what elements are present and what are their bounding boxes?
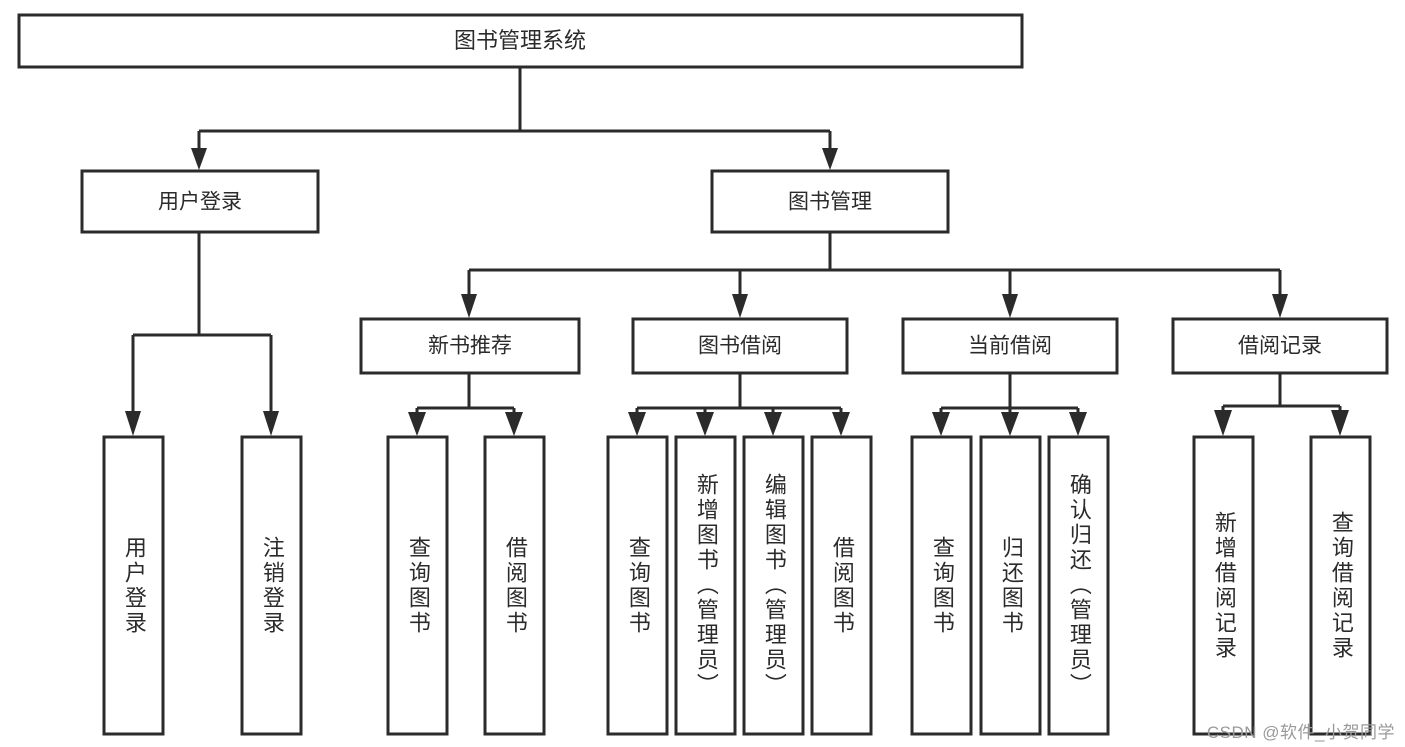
leaf-logout[interactable]: 注销登录	[240, 435, 303, 736]
arrow-leaf-bb-borrow	[832, 412, 850, 436]
leaf-newbook-borrow-book-label-wrap: 借阅图书	[502, 535, 528, 636]
arrow-leaf-cb-confirm	[1069, 412, 1087, 436]
node-root-box[interactable]	[17, 13, 1024, 69]
leaf-bb-add-book-admin[interactable]: 新增图书（管理员）	[674, 435, 737, 736]
leaf-bb-borrow-book-label-wrap: 借阅图书	[829, 535, 855, 636]
leaf-user-login[interactable]: 用户登录	[102, 435, 165, 736]
leaf-newbook-borrow-book-box[interactable]	[483, 435, 546, 736]
node-new-book-recommend-label: 新书推荐	[428, 335, 512, 358]
leaf-br-add-record[interactable]: 新增借阅记录	[1192, 435, 1255, 736]
leaf-newbook-query-book-label-wrap: 查询图书	[405, 535, 431, 636]
leaf-bb-borrow-book-label: 借阅图书	[829, 535, 855, 636]
leaf-logout-box[interactable]	[240, 435, 303, 736]
leaf-bb-edit-book-admin-label: 编辑图书（管理员）	[761, 473, 787, 698]
leaf-cb-query-book[interactable]: 查询图书	[910, 435, 973, 736]
leaf-newbook-borrow-book-label: 借阅图书	[502, 535, 528, 636]
leaf-cb-confirm-return-admin[interactable]: 确认归还（管理员）	[1047, 435, 1110, 736]
leaf-cb-confirm-return-admin-label: 确认归还（管理员）	[1066, 473, 1092, 698]
leaf-br-query-record-label: 查询借阅记录	[1328, 510, 1354, 661]
arrow-to-current-borrow	[1002, 294, 1018, 318]
node-borrow-record[interactable]: 借阅记录	[1171, 317, 1389, 375]
node-root-book-management-system[interactable]: 图书管理系统	[17, 13, 1024, 69]
leaf-bb-borrow-book-box[interactable]	[810, 435, 873, 736]
leaf-cb-return-book-label: 归还图书	[998, 535, 1024, 636]
leaf-bb-edit-book-admin-label-wrap: 编辑图书（管理员）	[761, 473, 787, 698]
arrow-leaf-newbook-borrow	[505, 412, 523, 436]
leaf-bb-query-book-label-wrap: 查询图书	[625, 535, 651, 636]
leaf-bb-borrow-book[interactable]: 借阅图书	[810, 435, 873, 736]
node-book-management-label: 图书管理	[788, 191, 872, 214]
leaf-cb-query-book-label-wrap: 查询图书	[929, 535, 955, 636]
node-book-borrow-label: 图书借阅	[698, 335, 782, 358]
arrow-leaf-br-query	[1331, 410, 1349, 436]
arrow-to-book-borrow	[732, 294, 748, 318]
arrow-leaf-newbook-query	[408, 412, 426, 436]
leaf-br-query-record[interactable]: 查询借阅记录	[1309, 435, 1372, 736]
node-borrow-record-label: 借阅记录	[1238, 335, 1322, 358]
leaf-user-login-box[interactable]	[102, 435, 165, 736]
leaf-cb-confirm-return-admin-label-wrap: 确认归还（管理员）	[1066, 473, 1092, 698]
leaf-cb-return-book-label-wrap: 归还图书	[998, 535, 1024, 636]
node-book-management-box[interactable]	[710, 169, 950, 234]
arrow-to-borrow-record	[1272, 294, 1288, 318]
node-book-borrow[interactable]: 图书借阅	[631, 317, 849, 375]
node-new-book-recommend[interactable]: 新书推荐	[359, 317, 581, 375]
node-current-borrow-label: 当前借阅	[968, 335, 1052, 358]
node-root-label: 图书管理系统	[454, 28, 586, 53]
arrow-to-new-book-recommend	[461, 294, 477, 318]
leaf-br-add-record-label: 新增借阅记录	[1211, 510, 1237, 661]
leaf-newbook-query-book-label: 查询图书	[405, 535, 431, 636]
leaf-bb-edit-book-admin-box[interactable]	[742, 435, 805, 736]
leaf-user-login-label-wrap: 用户登录	[121, 535, 147, 636]
leaf-bb-add-book-admin-label-wrap: 新增图书（管理员）	[693, 473, 719, 698]
node-book-management[interactable]: 图书管理	[710, 169, 950, 234]
arrow-leaf-cb-return	[1001, 412, 1019, 436]
leaf-cb-return-book-box[interactable]	[979, 435, 1042, 736]
leaf-br-add-record-label-wrap: 新增借阅记录	[1211, 510, 1237, 661]
leaf-bb-add-book-admin-label: 新增图书（管理员）	[693, 473, 719, 698]
leaf-cb-query-book-label: 查询图书	[929, 535, 955, 636]
node-user-login[interactable]: 用户登录	[80, 169, 320, 234]
leaf-bb-edit-book-admin[interactable]: 编辑图书（管理员）	[742, 435, 805, 736]
arrow-leaf-user-login	[125, 411, 141, 436]
arrow-to-book-manage	[822, 148, 838, 170]
leaf-cb-confirm-return-admin-box[interactable]	[1047, 435, 1110, 736]
leaf-newbook-query-book-box[interactable]	[386, 435, 449, 736]
node-user-login-box[interactable]	[80, 169, 320, 234]
node-current-borrow-box[interactable]	[901, 317, 1119, 375]
arrow-leaf-bb-query	[628, 412, 646, 436]
leaf-br-query-record-label-wrap: 查询借阅记录	[1328, 510, 1354, 661]
leaf-bb-query-book-label: 查询图书	[625, 535, 651, 636]
leaf-newbook-borrow-book[interactable]: 借阅图书	[483, 435, 546, 736]
arrow-leaf-bb-add	[696, 412, 714, 436]
leaf-br-query-record-box[interactable]	[1309, 435, 1372, 736]
leaf-cb-return-book[interactable]: 归还图书	[979, 435, 1042, 736]
leaf-logout-label-wrap: 注销登录	[259, 535, 285, 636]
leaf-logout-label: 注销登录	[259, 535, 285, 636]
arrow-to-user-login	[191, 148, 207, 170]
leaf-bb-query-book[interactable]: 查询图书	[606, 435, 669, 736]
leaf-bb-query-book-box[interactable]	[606, 435, 669, 736]
node-user-login-label: 用户登录	[158, 191, 242, 214]
arrow-leaf-cb-query	[932, 412, 950, 436]
node-book-borrow-box[interactable]	[631, 317, 849, 375]
leaf-newbook-query-book[interactable]: 查询图书	[386, 435, 449, 736]
leaf-bb-add-book-admin-box[interactable]	[674, 435, 737, 736]
node-current-borrow[interactable]: 当前借阅	[901, 317, 1119, 375]
connector-group	[125, 67, 1349, 436]
node-new-book-recommend-box[interactable]	[359, 317, 581, 375]
arrow-leaf-bb-edit	[764, 412, 782, 436]
leaf-user-login-label: 用户登录	[121, 535, 147, 636]
arrow-leaf-br-add	[1214, 410, 1232, 436]
leaf-cb-query-book-box[interactable]	[910, 435, 973, 736]
node-borrow-record-box[interactable]	[1171, 317, 1389, 375]
leaf-br-add-record-box[interactable]	[1192, 435, 1255, 736]
arrow-leaf-logout	[263, 411, 279, 436]
